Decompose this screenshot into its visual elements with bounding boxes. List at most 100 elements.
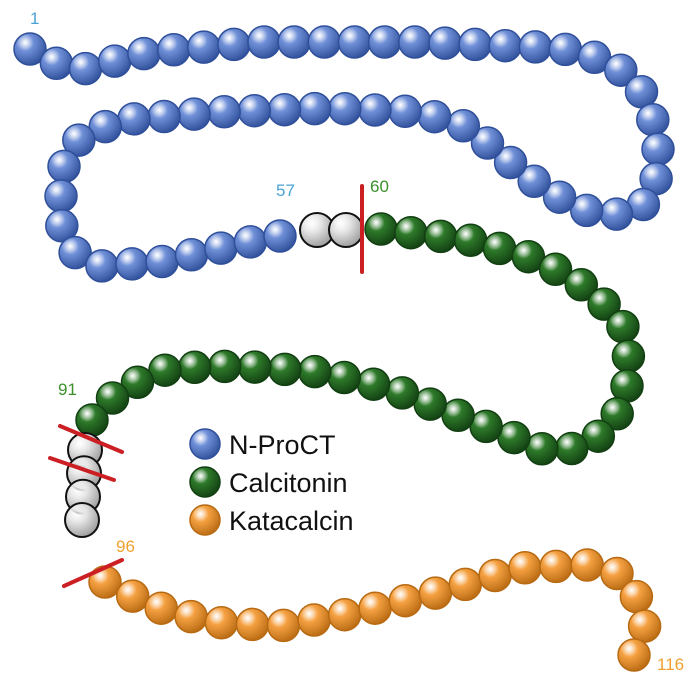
katacalcin-bead	[570, 548, 604, 582]
nproct-bead	[297, 91, 332, 126]
katacalcin-bead	[539, 549, 573, 584]
cleavage-sites	[48, 184, 364, 588]
nproct-bead	[233, 225, 268, 259]
nproct-bead	[115, 247, 149, 281]
nproct-bead	[337, 25, 372, 59]
legend-item-katacalcin: Katacalcin	[189, 504, 354, 536]
label-residue-91: 91	[58, 380, 77, 399]
nproct-bead	[187, 30, 221, 64]
legend-swatch-katacalcin	[189, 504, 221, 536]
nproct-bead	[207, 95, 241, 129]
calcitonin-bead	[423, 219, 458, 254]
legend-label-nproct: N-ProCT	[229, 430, 336, 460]
calcitonin-bead	[482, 231, 517, 266]
calcitonin-bead	[356, 367, 391, 401]
katacalcin-bead	[327, 597, 362, 632]
nproct-bead	[542, 180, 577, 214]
nproct-bead	[488, 28, 522, 63]
nproct-bead	[45, 209, 79, 243]
nproct-bead	[599, 197, 634, 231]
nproct-bead	[247, 25, 281, 59]
katacalcin-bead	[478, 558, 512, 593]
calcitonin-bead	[554, 431, 589, 466]
katacalcin-bead	[174, 599, 208, 634]
nproct-bead	[204, 231, 238, 265]
katacalcin-bead	[448, 567, 483, 602]
nproct-bead	[470, 126, 505, 160]
calcitonin-bead	[453, 223, 488, 257]
calcitonin-bead	[564, 268, 599, 302]
nproct-bead	[548, 32, 583, 67]
nproct-bead	[145, 244, 179, 279]
katacalcin-bead	[388, 583, 423, 618]
nproct-bead	[517, 164, 551, 199]
label-residue-57: 57	[276, 181, 295, 200]
nproct-bead	[177, 97, 211, 131]
calcitonin-bead	[606, 309, 640, 344]
katacalcin-bead	[619, 579, 654, 614]
nproct-bead	[237, 93, 272, 128]
katacalcin-bead	[418, 576, 453, 610]
nproct-bead	[518, 30, 553, 64]
nproct-bead	[97, 44, 132, 78]
legend-label-calcitonin: Calcitonin	[229, 468, 348, 498]
katacalcin-bead	[235, 607, 270, 642]
nproct-bead	[267, 92, 302, 127]
nproct-bead	[428, 26, 462, 60]
katacalcin-bead	[204, 605, 239, 640]
calcitonin-bead	[587, 287, 621, 321]
label-residue-60: 60	[370, 177, 389, 196]
cleavage-mark	[48, 456, 116, 482]
nproct-bead	[569, 193, 604, 228]
linker-bead	[328, 212, 364, 248]
nproct-bead	[147, 99, 181, 134]
legend: N-ProCT Calcitonin Katacalcin	[189, 428, 354, 536]
calcitonin-bead	[600, 397, 634, 431]
nproct-bead	[58, 235, 92, 270]
nproct-bead	[641, 132, 675, 166]
calcitonin-bead	[385, 376, 420, 410]
calcitonin-bead	[469, 409, 503, 444]
katacalcin-bead	[617, 638, 651, 672]
nproct-bead	[39, 46, 74, 81]
legend-swatch-nproct	[189, 428, 221, 460]
nproct-bead	[85, 249, 119, 283]
calcitonin-bead	[75, 403, 109, 437]
legend-label-katacalcin: Katacalcin	[229, 506, 354, 536]
nproct-bead	[493, 145, 528, 180]
nproct-bead	[398, 25, 432, 59]
katacalcin-bead	[358, 591, 392, 625]
katacalcin-bead	[508, 551, 542, 585]
label-residue-1: 1	[30, 9, 39, 28]
nproct-bead	[624, 74, 659, 109]
katacalcin-bead	[144, 591, 178, 625]
nproct-bead	[13, 32, 47, 66]
nproct-bead	[157, 33, 191, 67]
nproct-bead	[417, 99, 452, 134]
calcitonin-bead	[394, 215, 428, 250]
nproct-bead	[127, 36, 161, 71]
nproct-bead	[307, 25, 342, 59]
nproct-bead	[44, 179, 78, 213]
nproct-bead	[367, 25, 402, 59]
katacalcin-bead	[627, 609, 662, 643]
cleavage-mark	[62, 558, 124, 588]
calcitonin-bead	[238, 350, 272, 384]
nproct-bead	[263, 219, 297, 253]
amino-acid-chain	[13, 25, 675, 672]
katacalcin-bead	[297, 603, 331, 637]
label-residue-96: 96	[116, 537, 135, 556]
calcitonin-bead	[268, 352, 302, 387]
legend-item-calcitonin: Calcitonin	[189, 466, 348, 498]
nproct-bead	[47, 149, 81, 184]
nproct-bead	[604, 53, 638, 87]
legend-swatch-calcitonin	[189, 466, 221, 498]
calcitonin-bead	[207, 349, 242, 384]
calcitonin-bead	[611, 339, 646, 373]
nproct-bead	[88, 109, 123, 144]
nproct-bead	[328, 91, 362, 126]
linker-bead	[64, 502, 100, 538]
label-residue-116: 116	[657, 655, 684, 674]
nproct-bead	[62, 123, 96, 157]
